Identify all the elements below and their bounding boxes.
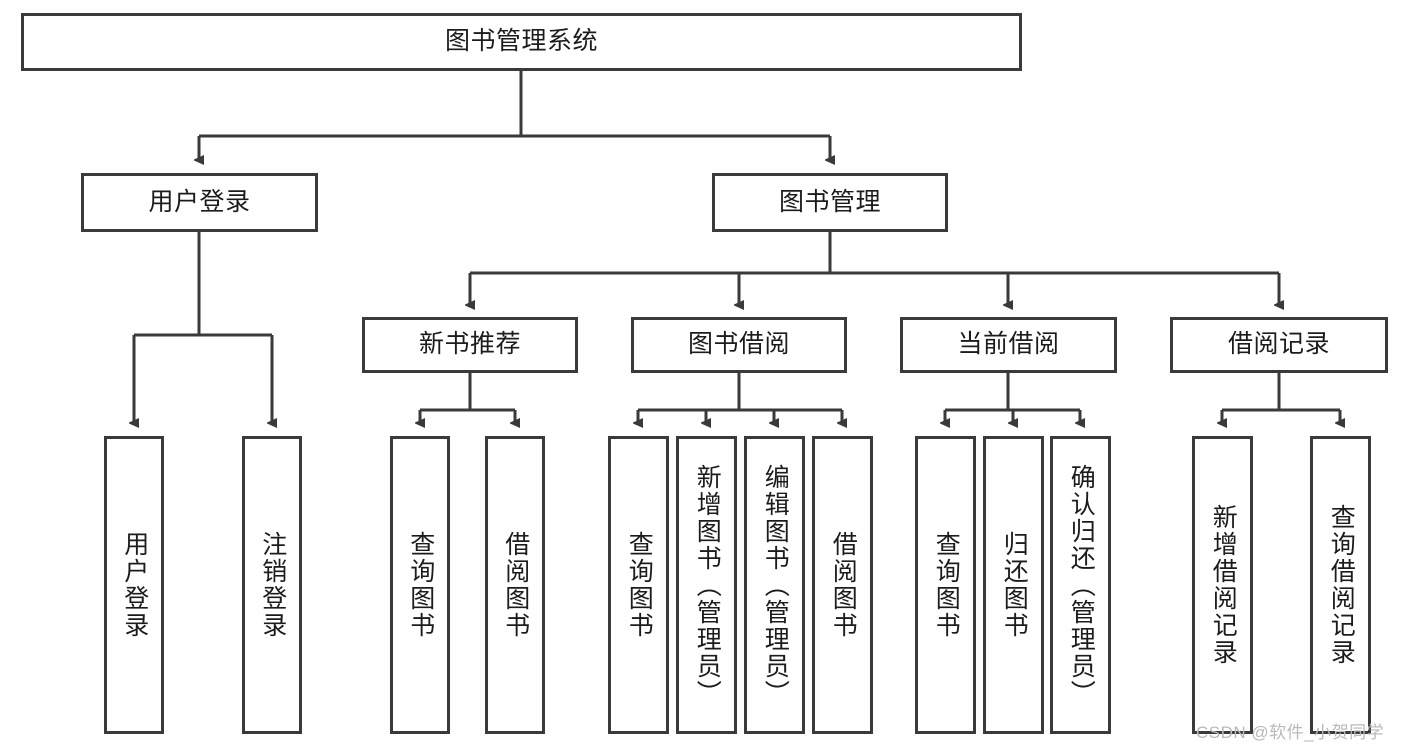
leaf-query-book-current[interactable]: 查询图书 (915, 436, 976, 734)
node-book-management[interactable]: 图书管理 (712, 173, 948, 232)
leaf-user-login[interactable]: 用户登录 (104, 436, 164, 734)
node-borrow-record[interactable]: 借阅记录 (1170, 317, 1388, 373)
node-label: 确认归还（管理员） (1067, 463, 1096, 707)
node-label: 新书推荐 (418, 330, 521, 359)
leaf-query-book-recommend[interactable]: 查询图书 (390, 436, 450, 734)
node-label: 借阅图书 (501, 531, 530, 639)
node-label: 新增借阅记录 (1209, 504, 1238, 666)
node-label: 查询图书 (406, 531, 435, 639)
node-label: 查询图书 (932, 531, 961, 639)
node-label: 归还图书 (1000, 531, 1029, 639)
node-user-login[interactable]: 用户登录 (81, 173, 318, 232)
node-label: 用户登录 (120, 531, 149, 639)
node-current-borrow[interactable]: 当前借阅 (900, 317, 1117, 373)
node-label: 注销登录 (258, 531, 287, 639)
node-label: 借阅图书 (829, 531, 858, 639)
node-label: 图书管理系统 (444, 27, 598, 56)
leaf-edit-book-admin[interactable]: 编辑图书（管理员） (744, 436, 805, 734)
node-system-root[interactable]: 图书管理系统 (21, 13, 1022, 71)
csdn-watermark: CSDN @软件_小贺同学 (1196, 723, 1385, 742)
leaf-query-book-borrow[interactable]: 查询图书 (608, 436, 669, 734)
leaf-add-borrow-record[interactable]: 新增借阅记录 (1192, 436, 1253, 734)
node-label: 编辑图书（管理员） (761, 463, 790, 707)
leaf-return-book[interactable]: 归还图书 (983, 436, 1044, 734)
leaf-borrow-book[interactable]: 借阅图书 (812, 436, 873, 734)
leaf-logout[interactable]: 注销登录 (242, 436, 302, 734)
node-label: 用户登录 (148, 187, 251, 216)
leaf-confirm-return-admin[interactable]: 确认归还（管理员） (1050, 436, 1111, 734)
node-label: 查询借阅记录 (1327, 504, 1356, 666)
leaf-add-book-admin[interactable]: 新增图书（管理员） (676, 436, 737, 734)
node-label: 新增图书（管理员） (693, 463, 722, 707)
node-label: 图书管理 (778, 187, 881, 216)
node-new-book-recommend[interactable]: 新书推荐 (362, 317, 578, 373)
leaf-borrow-book-recommend[interactable]: 借阅图书 (485, 436, 545, 734)
leaf-query-borrow-record[interactable]: 查询借阅记录 (1310, 436, 1371, 734)
node-label: 借阅记录 (1227, 330, 1330, 359)
node-label: 查询图书 (625, 531, 654, 639)
node-label: 图书借阅 (687, 330, 790, 359)
node-book-borrow[interactable]: 图书借阅 (631, 317, 847, 373)
node-label: 当前借阅 (957, 330, 1060, 359)
